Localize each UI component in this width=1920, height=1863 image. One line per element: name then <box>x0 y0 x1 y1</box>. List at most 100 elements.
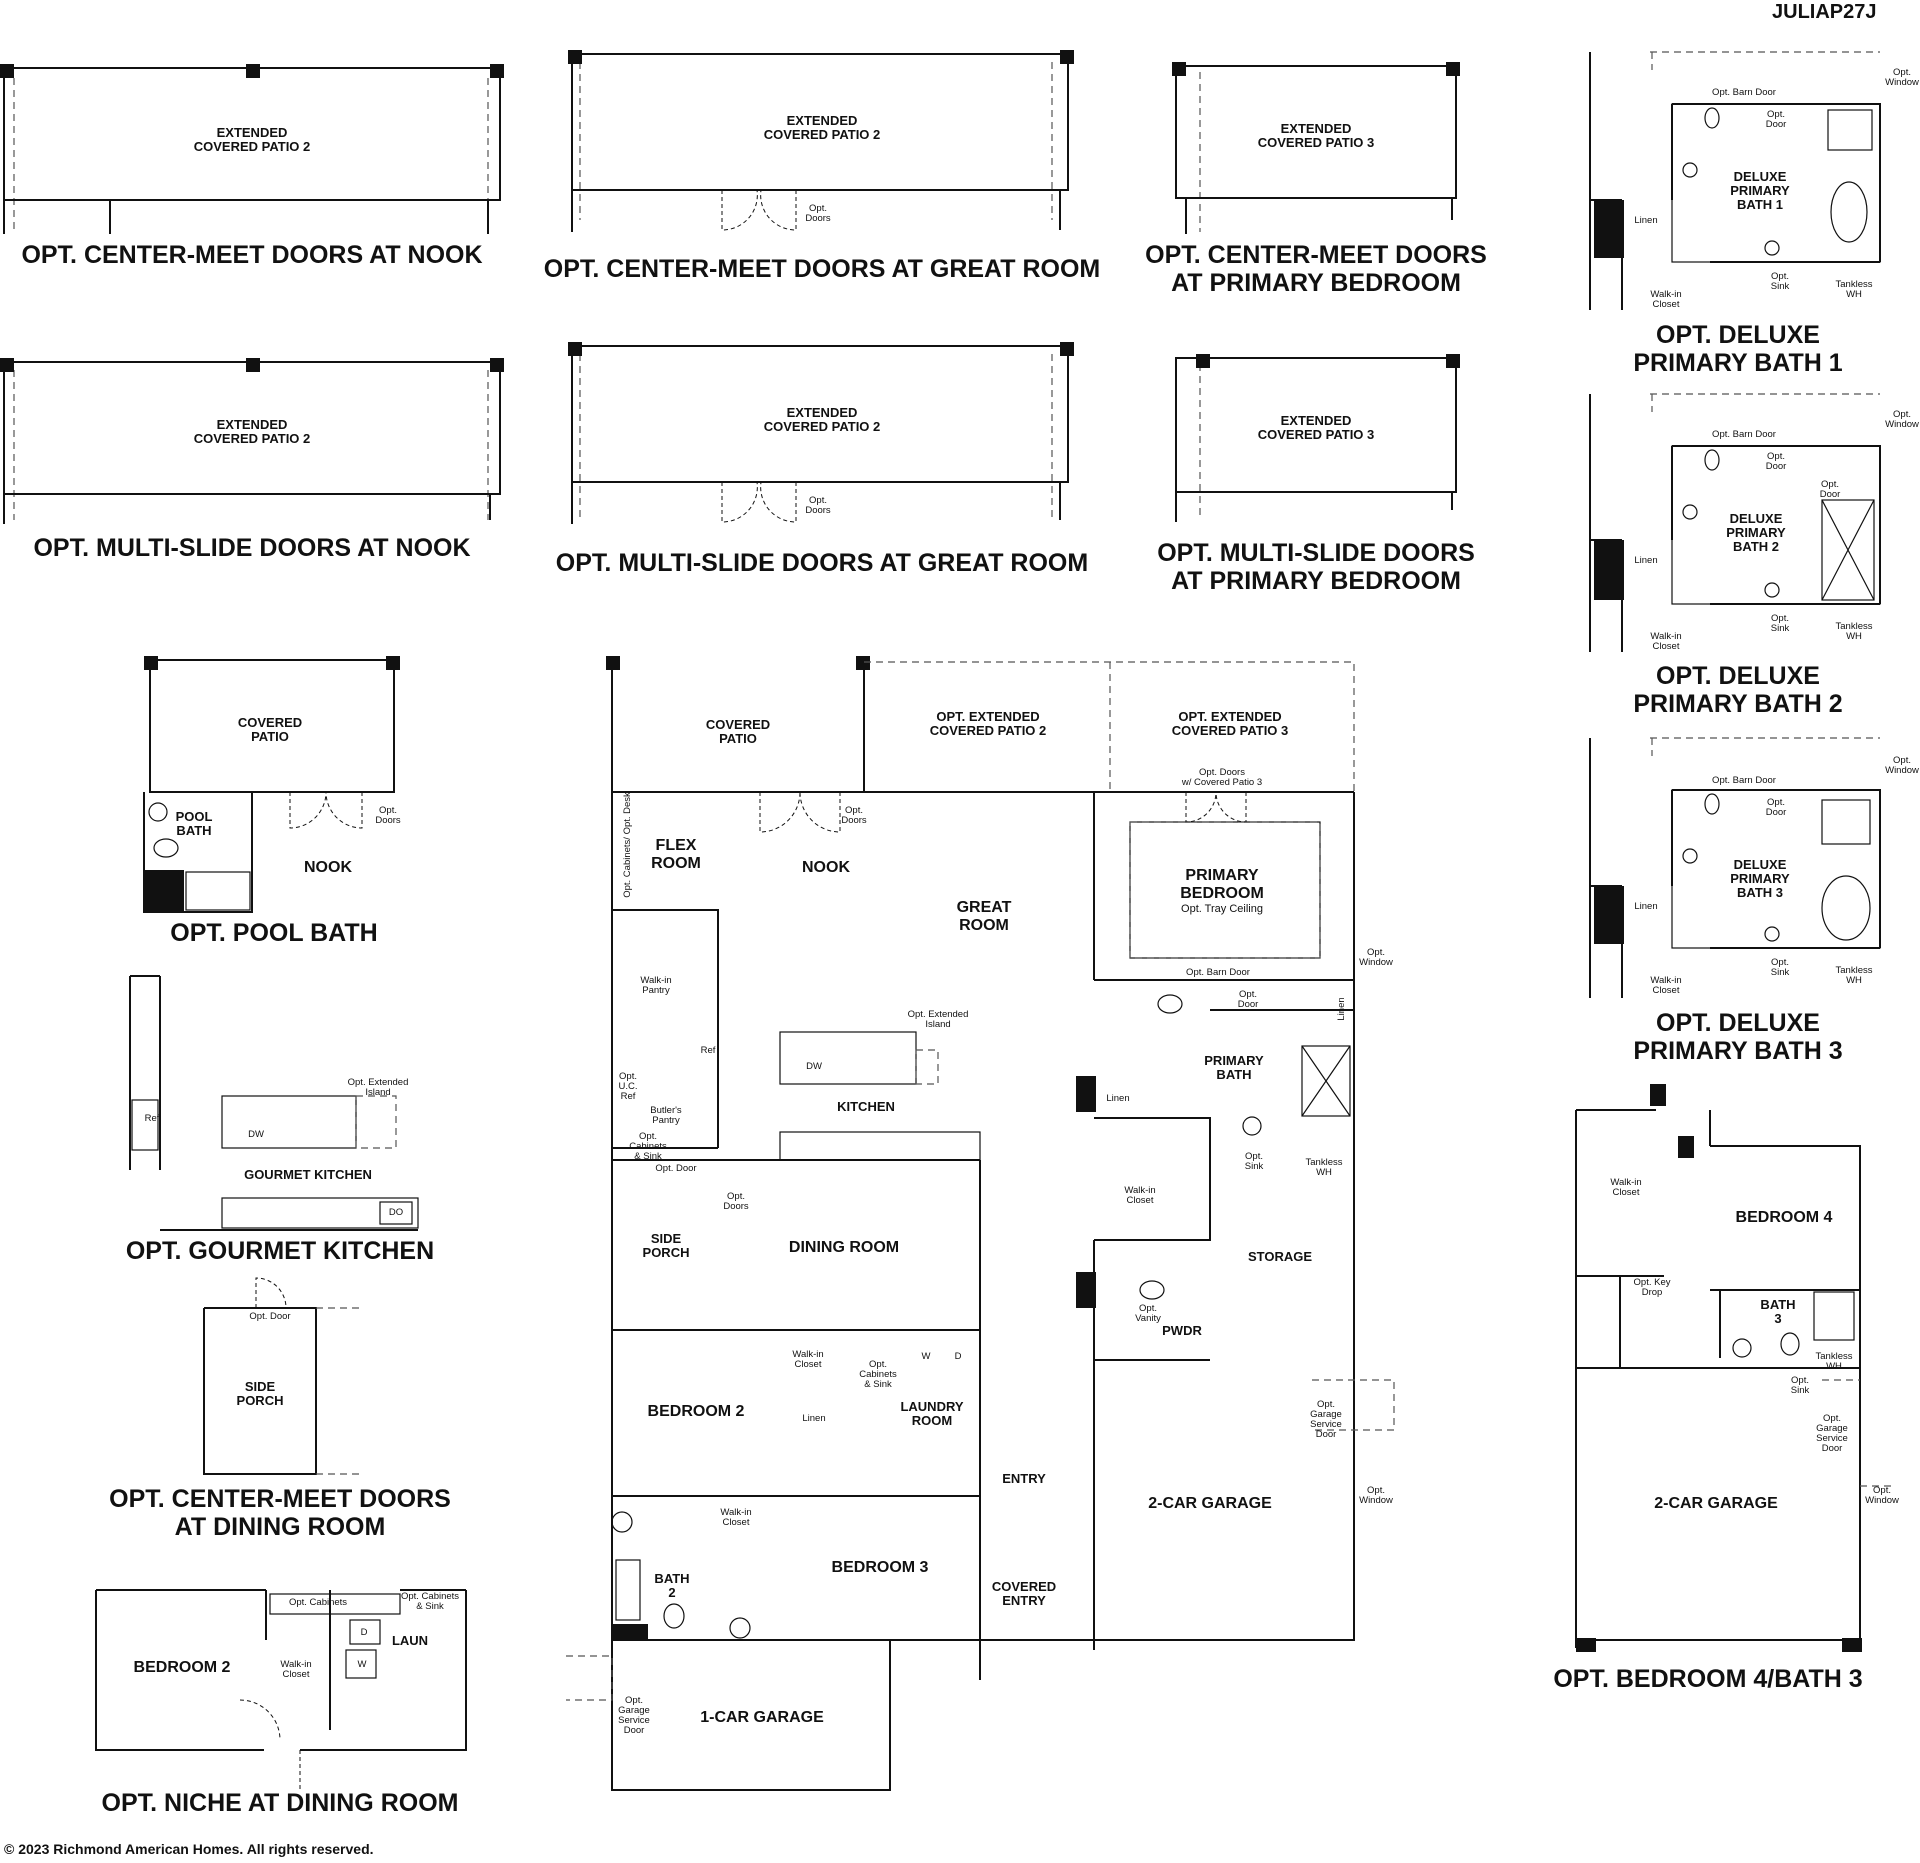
label-closet: Closet <box>794 1359 822 1370</box>
caption-doors-great-room: OPT. CENTER-MEET DOORS AT GREAT ROOM <box>543 255 1101 283</box>
label-opt-doors: Doors <box>375 815 401 826</box>
label-covered-patio-3: COVERED PATIO 3 <box>1257 135 1375 150</box>
label-walk-in: Walk-in <box>1650 975 1682 986</box>
label-storage: STORAGE <box>1247 1249 1313 1264</box>
label-closet: Closet <box>1126 1195 1154 1206</box>
label-deluxe: DELUXE <box>1733 169 1787 184</box>
label-1-car-garage: 1-CAR GARAGE <box>700 1709 824 1726</box>
caption-deluxe-2-line1: OPT. DELUXE <box>1656 662 1820 690</box>
label-pool: POOL <box>175 809 213 824</box>
label-opt-sink: Opt. <box>1245 1151 1263 1162</box>
label-covered-patio-2: COVERED PATIO 2 <box>763 419 881 434</box>
label-2-car-garage: 2-CAR GARAGE <box>1148 1495 1272 1512</box>
label-extended: EXTENDED <box>216 417 288 432</box>
label-opt-vanity: Vanity <box>1135 1313 1161 1324</box>
caption-multi-great-room: OPT. MULTI-SLIDE DOORS AT GREAT ROOM <box>555 549 1089 577</box>
label-wh: WH <box>1846 631 1862 642</box>
label-laun: LAUN <box>391 1633 429 1648</box>
plan-main <box>566 656 1395 1791</box>
label-tankless: Tankless <box>1835 279 1873 290</box>
plan-deluxe-bath-3 <box>1589 737 1881 998</box>
label-walk-in: Walk-in <box>640 975 672 986</box>
label-primary: PRIMARY <box>1726 525 1786 540</box>
label-opt-window: Window <box>1885 419 1919 430</box>
label-garage-service-door: Door <box>1315 1429 1337 1440</box>
label-laundry-room: ROOM <box>911 1413 953 1428</box>
label-deluxe: DELUXE <box>1729 511 1783 526</box>
caption-niche: OPT. NICHE AT DINING ROOM <box>101 1789 459 1817</box>
plan-niche <box>95 1589 467 1790</box>
label-extended: EXTENDED <box>786 405 858 420</box>
label-walk-in: Walk-in <box>720 1507 752 1518</box>
plan-doors-great-room <box>568 50 1074 232</box>
label-opt-window: Window <box>1885 765 1919 776</box>
label-opt-cabinets-sink: & Sink <box>634 1151 662 1162</box>
plan-deluxe-bath-2 <box>1589 393 1881 652</box>
label-opt-door: Opt. <box>1821 479 1839 490</box>
label-garage-service-door: Garage <box>1310 1409 1342 1420</box>
caption-bedroom-4: OPT. BEDROOM 4/BATH 3 <box>1553 1665 1863 1693</box>
label-walk-in: Walk-in <box>1650 631 1682 642</box>
plan-doors-primary <box>1172 62 1460 234</box>
label-flex: ROOM <box>651 855 701 872</box>
label-opt-uc-ref: Opt. <box>619 1071 637 1082</box>
label-covered-patio-2: COVERED PATIO 2 <box>763 127 881 142</box>
plan-doors-nook <box>0 64 504 234</box>
label-opt-cabinets-sink: & Sink <box>864 1379 892 1390</box>
label-extended: EXTENDED <box>786 113 858 128</box>
label-ref: Ref <box>700 1045 716 1056</box>
caption-doors-primary-line2: AT PRIMARY BEDROOM <box>1171 269 1461 297</box>
label-side: SIDE <box>650 1231 682 1246</box>
label-walk-in: Walk-in <box>792 1349 824 1360</box>
label-opt-extended-patio-3: COVERED PATIO 3 <box>1171 723 1289 738</box>
label-primary: PRIMARY <box>1730 871 1790 886</box>
label-opt-sink: Sink <box>1244 1161 1264 1172</box>
label-walk-in: Walk-in <box>1610 1177 1642 1188</box>
label-opt-window: Opt. <box>1873 1485 1891 1496</box>
caption-multi-primary-line1: OPT. MULTI-SLIDE DOORS <box>1157 539 1475 567</box>
caption-multi-primary-line2: AT PRIMARY BEDROOM <box>1171 567 1461 595</box>
label-ref: Ref <box>144 1113 160 1124</box>
caption-deluxe-3-line2: PRIMARY BATH 3 <box>1633 1037 1843 1065</box>
label-garage-service-door: Door <box>623 1725 645 1736</box>
label-opt-doors: Opt. <box>379 805 397 816</box>
label-flex: FLEX <box>655 837 697 854</box>
label-opt-door: Opt. <box>1767 797 1785 808</box>
label-closet: Closet <box>1652 299 1680 310</box>
label-opt-cabinets-sink: Opt. <box>869 1359 887 1370</box>
label-opt-door: Opt. <box>1767 451 1785 462</box>
label-garage-service-door: Service <box>1816 1433 1848 1444</box>
label-linen: Linen <box>1336 997 1348 1021</box>
label-bath-1: BATH 1 <box>1737 197 1783 212</box>
plan-multi-nook <box>0 358 504 524</box>
plan-pool-bath <box>143 656 400 913</box>
label-covered-patio-2: COVERED PATIO 2 <box>193 139 311 154</box>
label-wh: WH <box>1826 1361 1842 1372</box>
plan-gourmet-kitchen <box>129 975 419 1231</box>
label-opt-ext-island: Opt. Extended <box>907 1009 969 1020</box>
label-bedroom-2: BEDROOM 2 <box>133 1659 231 1676</box>
label-opt-doors: Doors <box>805 505 831 516</box>
label-primary-bedroom: PRIMARY <box>1185 867 1259 884</box>
label-pantry: Pantry <box>642 985 670 996</box>
label-linen: Linen <box>1106 1093 1130 1104</box>
label-bedroom-4: BEDROOM 4 <box>1735 1209 1833 1226</box>
label-butlers-pantry: Pantry <box>652 1115 680 1126</box>
label-bath-3: BATH 3 <box>1737 885 1783 900</box>
label-bedroom-2: BEDROOM 2 <box>647 1403 745 1420</box>
label-bath: BATH <box>176 823 212 838</box>
label-opt-cabinets-sink: Cabinets <box>629 1141 667 1152</box>
label-opt-ext-island: Island <box>925 1019 951 1030</box>
label-walk-in: Walk-in <box>280 1659 312 1670</box>
label-primary-bath: PRIMARY <box>1204 1053 1264 1068</box>
label-garage-service-door: Garage <box>1816 1423 1848 1434</box>
label-great: ROOM <box>959 917 1009 934</box>
label-opt-extended-patio-3: OPT. EXTENDED <box>1178 709 1282 724</box>
label-opt-door: Door <box>1765 119 1787 130</box>
label-great: GREAT <box>956 899 1012 916</box>
label-opt-sink: Sink <box>1770 967 1790 978</box>
label-opt-ext-island: Opt. Extended <box>347 1077 409 1088</box>
label-covered-entry: COVERED <box>991 1579 1057 1594</box>
label-opt-ext-island: Island <box>365 1087 391 1098</box>
label-covered: COVERED <box>237 715 303 730</box>
